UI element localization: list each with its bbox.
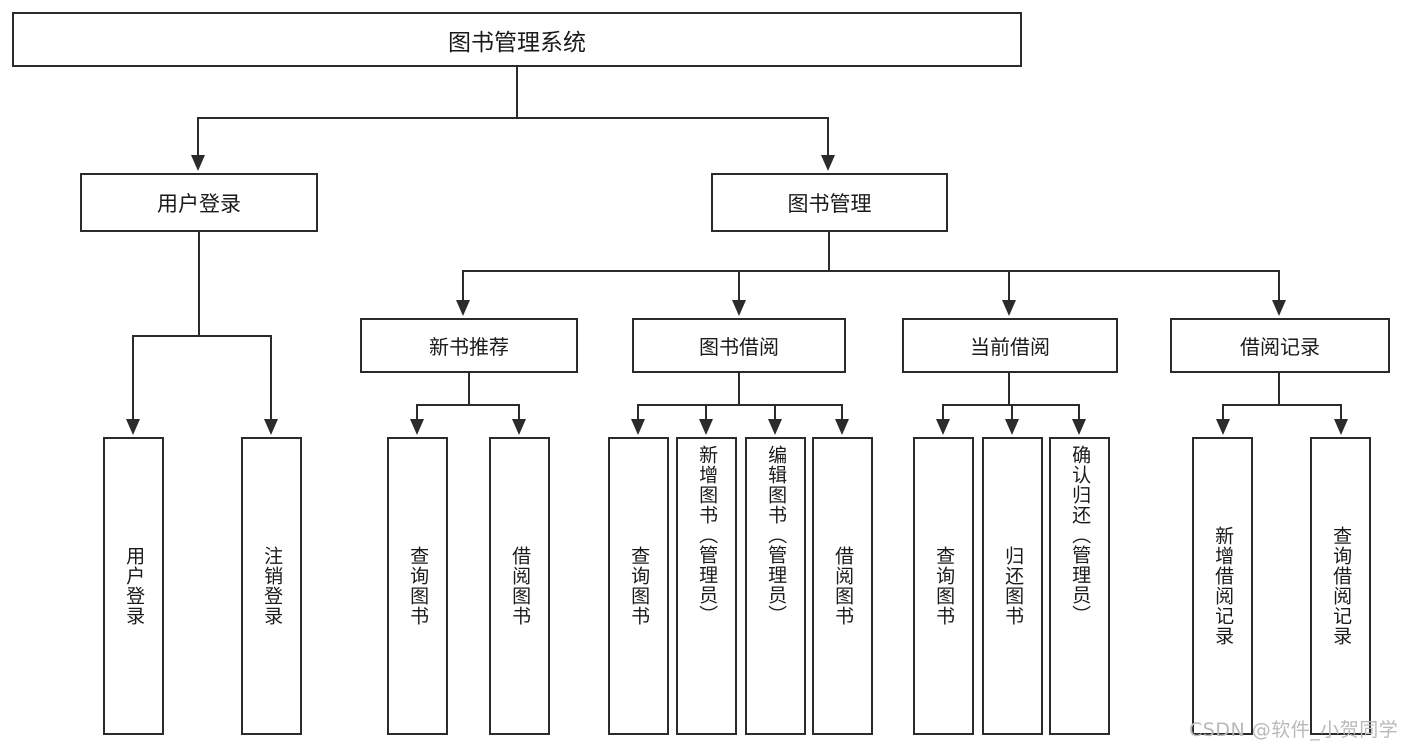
connector-current-borrow-leaf3 — [1078, 404, 1080, 422]
node-label: 用户登录 — [123, 546, 146, 626]
arrow-bm-to-new-book — [456, 300, 470, 316]
node-label: 图书借阅 — [699, 335, 779, 359]
node-book-borrow[interactable]: 图书借阅 — [632, 318, 846, 373]
node-label: 用户登录 — [157, 191, 241, 216]
connector-book-borrow-leaf3 — [774, 404, 776, 422]
arrow-borrow-record-leaf1 — [1216, 419, 1230, 435]
leaf-book-borrow-borrow[interactable]: 借阅图书 — [812, 437, 873, 735]
arrow-current-borrow-leaf1 — [936, 419, 950, 435]
connector-book-borrow-leaf4 — [841, 404, 843, 422]
node-label: 查询图书 — [628, 546, 651, 626]
connector-new-book-bus — [416, 404, 520, 406]
node-label: 新增图书（管理员） — [696, 445, 719, 625]
node-label: 查询图书 — [933, 546, 956, 626]
arrow-book-borrow-leaf2 — [699, 419, 713, 435]
connector-new-book-stem — [468, 373, 470, 405]
connector-book-management-bus — [462, 270, 1280, 272]
connector-root-to-book-manage — [827, 117, 829, 157]
leaf-current-borrow-query[interactable]: 查询图书 — [913, 437, 974, 735]
connector-current-borrow-leaf2 — [1011, 404, 1013, 422]
arrow-root-to-book-manage — [821, 155, 835, 171]
leaf-current-borrow-confirm-admin[interactable]: 确认归还（管理员） — [1049, 437, 1110, 735]
connector-root-stem — [516, 67, 518, 117]
connector-bm-to-book-borrow — [738, 270, 740, 302]
leaf-borrow-record-add[interactable]: 新增借阅记录 — [1192, 437, 1253, 735]
leaf-book-borrow-query[interactable]: 查询图书 — [608, 437, 669, 735]
node-label: 查询借阅记录 — [1330, 526, 1353, 646]
node-label: 注销登录 — [261, 546, 284, 626]
node-label: 图书管理 — [787, 191, 872, 216]
connector-borrow-record-stem — [1278, 373, 1280, 405]
connector-bm-to-borrow-record — [1278, 270, 1280, 302]
arrow-new-book-leaf1 — [410, 419, 424, 435]
node-label: 编辑图书（管理员） — [765, 445, 788, 625]
node-label: 新书推荐 — [429, 335, 509, 359]
node-label: 确认归还（管理员） — [1069, 445, 1092, 625]
connector-new-book-leaf2 — [518, 404, 520, 422]
node-label: 借阅图书 — [509, 546, 532, 626]
node-book-management[interactable]: 图书管理 — [711, 173, 948, 232]
connector-borrow-record-leaf2 — [1340, 404, 1342, 422]
arrow-book-borrow-leaf4 — [835, 419, 849, 435]
connector-new-book-leaf1 — [416, 404, 418, 422]
leaf-user-login-query[interactable]: 用户登录 — [103, 437, 164, 735]
node-label: 借阅图书 — [832, 546, 855, 626]
connector-user-login-bus — [132, 335, 272, 337]
node-label: 借阅记录 — [1240, 335, 1320, 359]
connector-book-management-stem — [828, 232, 830, 271]
node-label: 新增借阅记录 — [1212, 526, 1235, 646]
leaf-current-borrow-return[interactable]: 归还图书 — [982, 437, 1043, 735]
leaf-book-borrow-add-admin[interactable]: 新增图书（管理员） — [676, 437, 737, 735]
arrow-current-borrow-leaf3 — [1072, 419, 1086, 435]
arrow-bm-to-book-borrow — [732, 300, 746, 316]
arrow-borrow-record-leaf2 — [1334, 419, 1348, 435]
arrow-current-borrow-leaf2 — [1005, 419, 1019, 435]
connector-book-borrow-bus — [637, 404, 843, 406]
leaf-new-book-borrow[interactable]: 借阅图书 — [489, 437, 550, 735]
arrow-root-to-user-login — [191, 155, 205, 171]
leaf-book-borrow-edit-admin[interactable]: 编辑图书（管理员） — [745, 437, 806, 735]
node-label: 查询图书 — [407, 546, 430, 626]
connector-bm-to-new-book — [462, 270, 464, 302]
node-new-book-recommend[interactable]: 新书推荐 — [360, 318, 578, 373]
node-borrow-record[interactable]: 借阅记录 — [1170, 318, 1390, 373]
node-root-system[interactable]: 图书管理系统 — [12, 12, 1022, 67]
leaf-new-book-query[interactable]: 查询图书 — [387, 437, 448, 735]
connector-bm-to-current-borrow — [1008, 270, 1010, 302]
arrow-bm-to-current-borrow — [1002, 300, 1016, 316]
connector-book-borrow-stem — [738, 373, 740, 405]
leaf-user-logout[interactable]: 注销登录 — [241, 437, 302, 735]
node-label: 图书管理系统 — [448, 29, 586, 56]
arrow-user-login-leaf2 — [264, 419, 278, 435]
arrow-bm-to-borrow-record — [1272, 300, 1286, 316]
connector-user-login-stem — [198, 232, 200, 336]
connector-borrow-record-leaf1 — [1222, 404, 1224, 422]
leaf-borrow-record-query[interactable]: 查询借阅记录 — [1310, 437, 1371, 735]
arrow-book-borrow-leaf1 — [631, 419, 645, 435]
connector-root-bus — [197, 117, 829, 119]
node-label: 当前借阅 — [970, 335, 1050, 359]
arrow-new-book-leaf2 — [512, 419, 526, 435]
node-user-login[interactable]: 用户登录 — [80, 173, 318, 232]
node-label: 归还图书 — [1002, 546, 1025, 626]
connector-borrow-record-bus — [1222, 404, 1342, 406]
connector-current-borrow-leaf1 — [942, 404, 944, 422]
arrow-book-borrow-leaf3 — [768, 419, 782, 435]
connector-user-login-leaf1 — [132, 335, 134, 421]
connector-current-borrow-stem — [1008, 373, 1010, 405]
connector-book-borrow-leaf2 — [705, 404, 707, 422]
csdn-watermark: CSDN @软件_小贺同学 — [1189, 719, 1399, 741]
connector-user-login-leaf2 — [270, 335, 272, 421]
connector-root-to-user-login — [197, 117, 199, 157]
arrow-user-login-leaf1 — [126, 419, 140, 435]
connector-book-borrow-leaf1 — [637, 404, 639, 422]
node-current-borrow[interactable]: 当前借阅 — [902, 318, 1118, 373]
